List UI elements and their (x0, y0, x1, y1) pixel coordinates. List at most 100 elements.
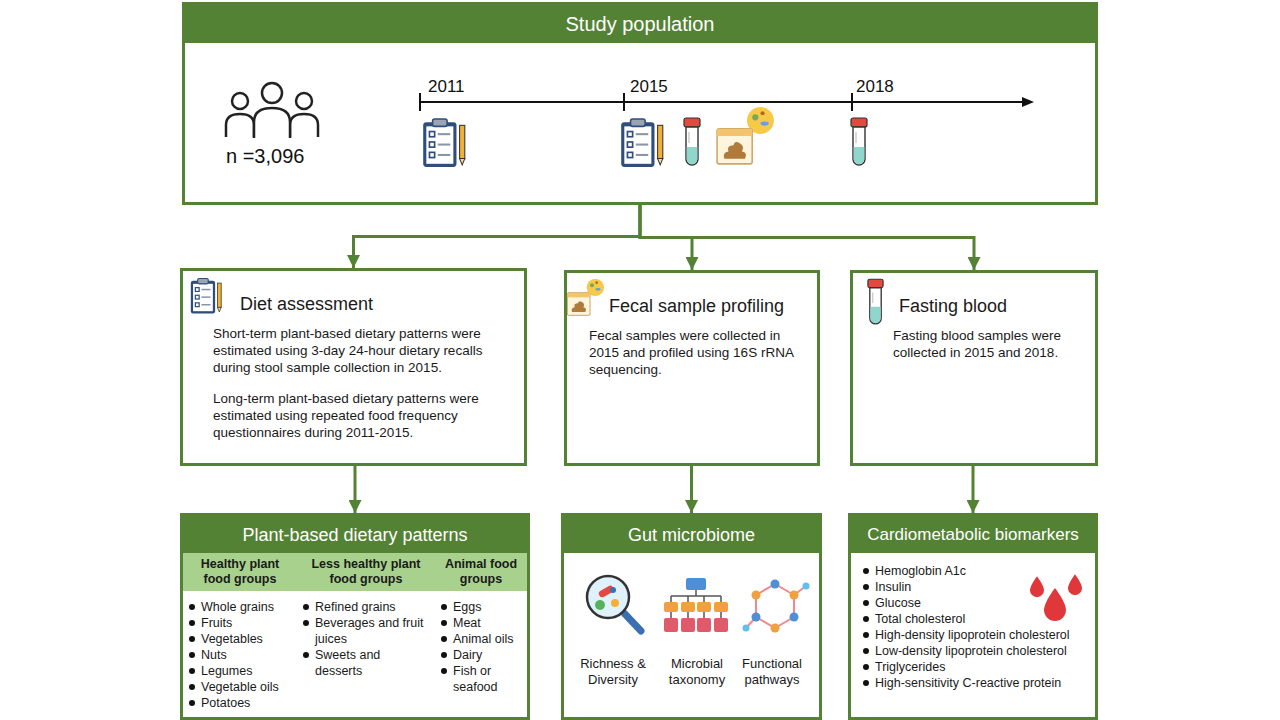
header-text: Cardiometabolic biomarkers (867, 524, 1079, 545)
bullet-dot (863, 600, 869, 606)
box-heading: Fasting blood (893, 295, 1085, 317)
pathway-icon (743, 580, 810, 633)
bullet-dot (189, 652, 195, 658)
box-body-text: Long-term plant-based dietary patterns w… (213, 390, 512, 441)
blood-drop-icon (1068, 574, 1082, 595)
bullet-dot (863, 568, 869, 574)
list-item: Beverages and fruit juices (315, 615, 431, 647)
list-row: Potatoes (189, 695, 293, 711)
list-row: Meat (441, 615, 523, 631)
header-text: Study population (565, 12, 714, 36)
bullet-dot (441, 652, 447, 658)
icon-caption: Microbial taxonomy (655, 656, 739, 688)
list-item: Glucose (875, 595, 921, 611)
header-band: Plant-based dietary patterns (183, 516, 527, 553)
column-header-band: Less healthy plant food groups (297, 553, 435, 591)
icon-caption: Richness & Diversity (571, 656, 655, 688)
item-list: Refined grainsBeverages and fruit juices… (297, 591, 435, 683)
list-row: Hemoglobin A1c (863, 563, 1089, 579)
bullet-dot (189, 684, 195, 690)
bullet-dot (441, 636, 447, 642)
bullet-dot (189, 700, 195, 706)
bullet-dot (441, 604, 447, 610)
list-item: Low-density lipoprotein cholesterol (875, 643, 1067, 659)
column-heading: Healthy plant food groups (187, 557, 293, 587)
icon-caption-cell: Functional pathways (730, 656, 814, 688)
blood-tube-icon (684, 118, 700, 165)
list-item: Animal oils (453, 631, 513, 647)
list-row: Low-density lipoprotein cholesterol (863, 643, 1089, 659)
box-heading: Fecal sample profiling (589, 295, 807, 317)
list-item: Potatoes (201, 695, 250, 711)
list-item: Fish or seafood (453, 663, 523, 695)
item-list: Hemoglobin A1cInsulinGlucoseTotal choles… (851, 553, 1095, 695)
panel-box: Fasting bloodFasting blood samples were … (850, 270, 1098, 466)
header-band: Gut microbiome (564, 516, 819, 553)
panel-box: Plant-based dietary patternsHealthy plan… (180, 513, 530, 720)
year-label: 2015 (630, 77, 668, 97)
blood-drop-icon (1044, 588, 1066, 621)
blood-drop-icon (1030, 576, 1044, 597)
list-row: Vegetables (189, 631, 293, 647)
year-label: 2011 (428, 77, 465, 97)
blood-tube-icon (868, 279, 883, 324)
bullet-dot (441, 668, 447, 674)
list-item: Triglycerides (875, 659, 945, 675)
questionnaire-icon (191, 279, 221, 314)
bullet-dot (863, 648, 869, 654)
flow-arrow (354, 205, 641, 268)
food-group-column: Healthy plant food groupsWhole grainsFru… (183, 553, 297, 717)
list-row: Nuts (189, 647, 293, 663)
list-item: High-density lipoprotein cholesterol (875, 627, 1070, 643)
bullet-dot (189, 620, 195, 626)
bullet-dot (189, 668, 195, 674)
list-row: High-sensitivity C-reactive protein (863, 675, 1089, 691)
bullet-dot (303, 620, 309, 626)
stool-sample-icon (717, 107, 774, 164)
list-item: Total cholesterol (875, 611, 965, 627)
food-group-column: Less healthy plant food groupsRefined gr… (297, 553, 435, 717)
icon-caption-cell: Microbial taxonomy (655, 656, 739, 688)
list-row: Glucose (863, 595, 1089, 611)
bullet-dot (863, 664, 869, 670)
taxonomy-icon (664, 578, 728, 632)
flow-arrow (690, 466, 693, 513)
list-item: Eggs (453, 599, 482, 615)
column-heading: Less healthy plant food groups (301, 557, 431, 587)
flow-arrow (972, 466, 975, 513)
column-header-band: Healthy plant food groups (183, 553, 297, 591)
bullet-dot (189, 636, 195, 642)
questionnaire-icon (423, 119, 465, 167)
bullet-dot (863, 632, 869, 638)
panel-box: Study population (182, 2, 1098, 205)
list-row: Eggs (441, 599, 523, 615)
panel-box: Diet assessmentShort-term plant-based di… (180, 268, 527, 466)
icon-caption: Functional pathways (730, 656, 814, 688)
header-band: Study population (185, 5, 1095, 43)
box-body-text: Fasting blood samples were collected in … (893, 327, 1085, 361)
list-item: Whole grains (201, 599, 274, 615)
header-text: Gut microbiome (628, 524, 755, 546)
column-heading: Animal food groups (439, 557, 523, 587)
list-row: Beverages and fruit juices (303, 615, 431, 647)
item-list: Whole grainsFruitsVegetablesNutsLegumesV… (183, 591, 297, 715)
microscope-icon (587, 576, 641, 631)
flow-arrow (640, 205, 974, 270)
box-body-text: Short-term plant-based dietary patterns … (213, 325, 512, 376)
stool-sample-icon (567, 279, 604, 316)
box-body-text: Fecal samples were collected in 2015 and… (589, 327, 807, 378)
header-text: Plant-based dietary patterns (242, 524, 467, 546)
column-header-band: Animal food groups (435, 553, 527, 591)
bullet-dot (863, 616, 869, 622)
food-group-column: Animal food groupsEggsMeatAnimal oilsDai… (435, 553, 527, 717)
box-heading: Diet assessment (213, 293, 512, 315)
list-row: Dairy (441, 647, 523, 663)
list-row: Total cholesterol (863, 611, 1089, 627)
list-row: Fruits (189, 615, 293, 631)
panel-box: Gut microbiomeRichness & DiversityMicrob… (561, 513, 822, 720)
list-item: Vegetable oils (201, 679, 279, 695)
list-item: Nuts (201, 647, 227, 663)
blood-tube-icon (851, 118, 867, 165)
bullet-dot (441, 620, 447, 626)
